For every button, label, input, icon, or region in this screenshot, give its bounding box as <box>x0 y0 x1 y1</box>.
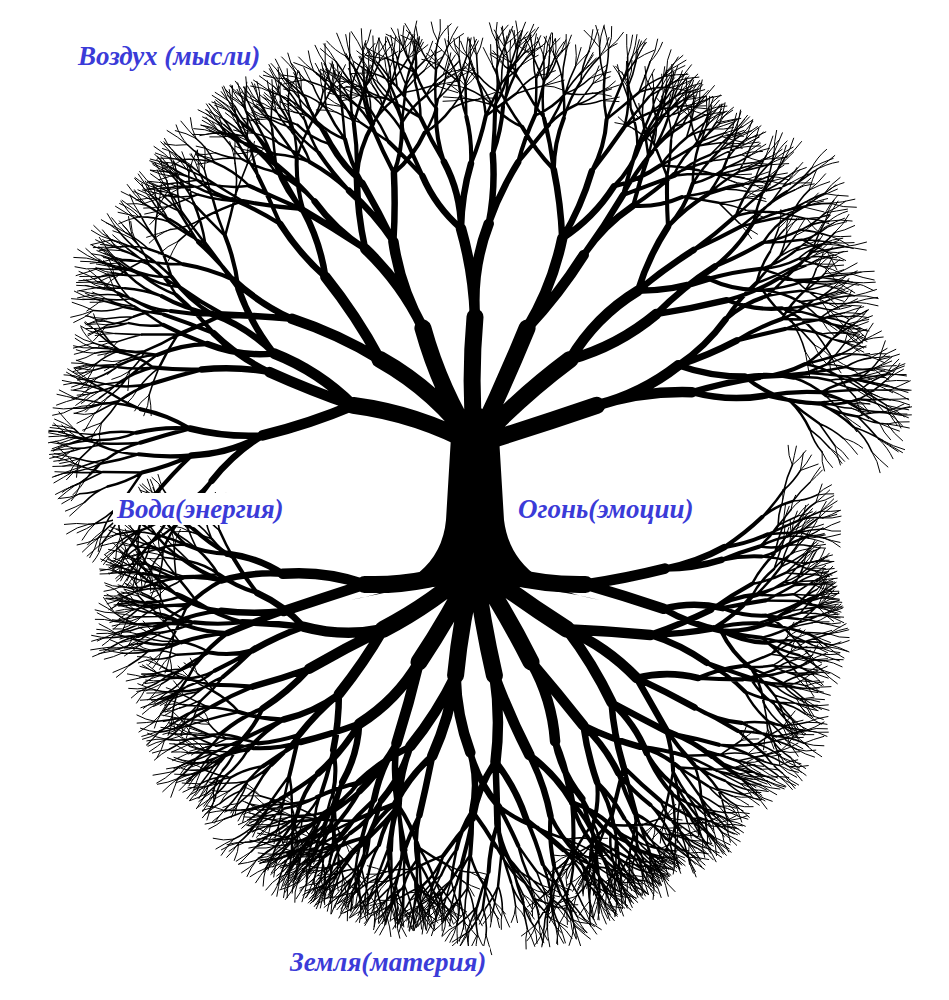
branch-stroke <box>136 105 821 872</box>
element-label: Воздух (мысли) <box>74 40 264 72</box>
branch-stroke <box>70 41 890 935</box>
branch-stroke <box>48 20 911 956</box>
label-slot: Земля(материя) <box>286 946 490 978</box>
label-slot: Огонь(эмоции) <box>514 493 698 525</box>
tree-branches <box>48 20 911 956</box>
element-label: Огонь(эмоции) <box>514 493 698 525</box>
label-slot: Воздух (мысли) <box>74 40 264 72</box>
label-slot: Вода(энергия) <box>113 493 288 525</box>
element-label: Земля(материя) <box>286 946 490 978</box>
element-label: Вода(энергия) <box>113 493 288 525</box>
